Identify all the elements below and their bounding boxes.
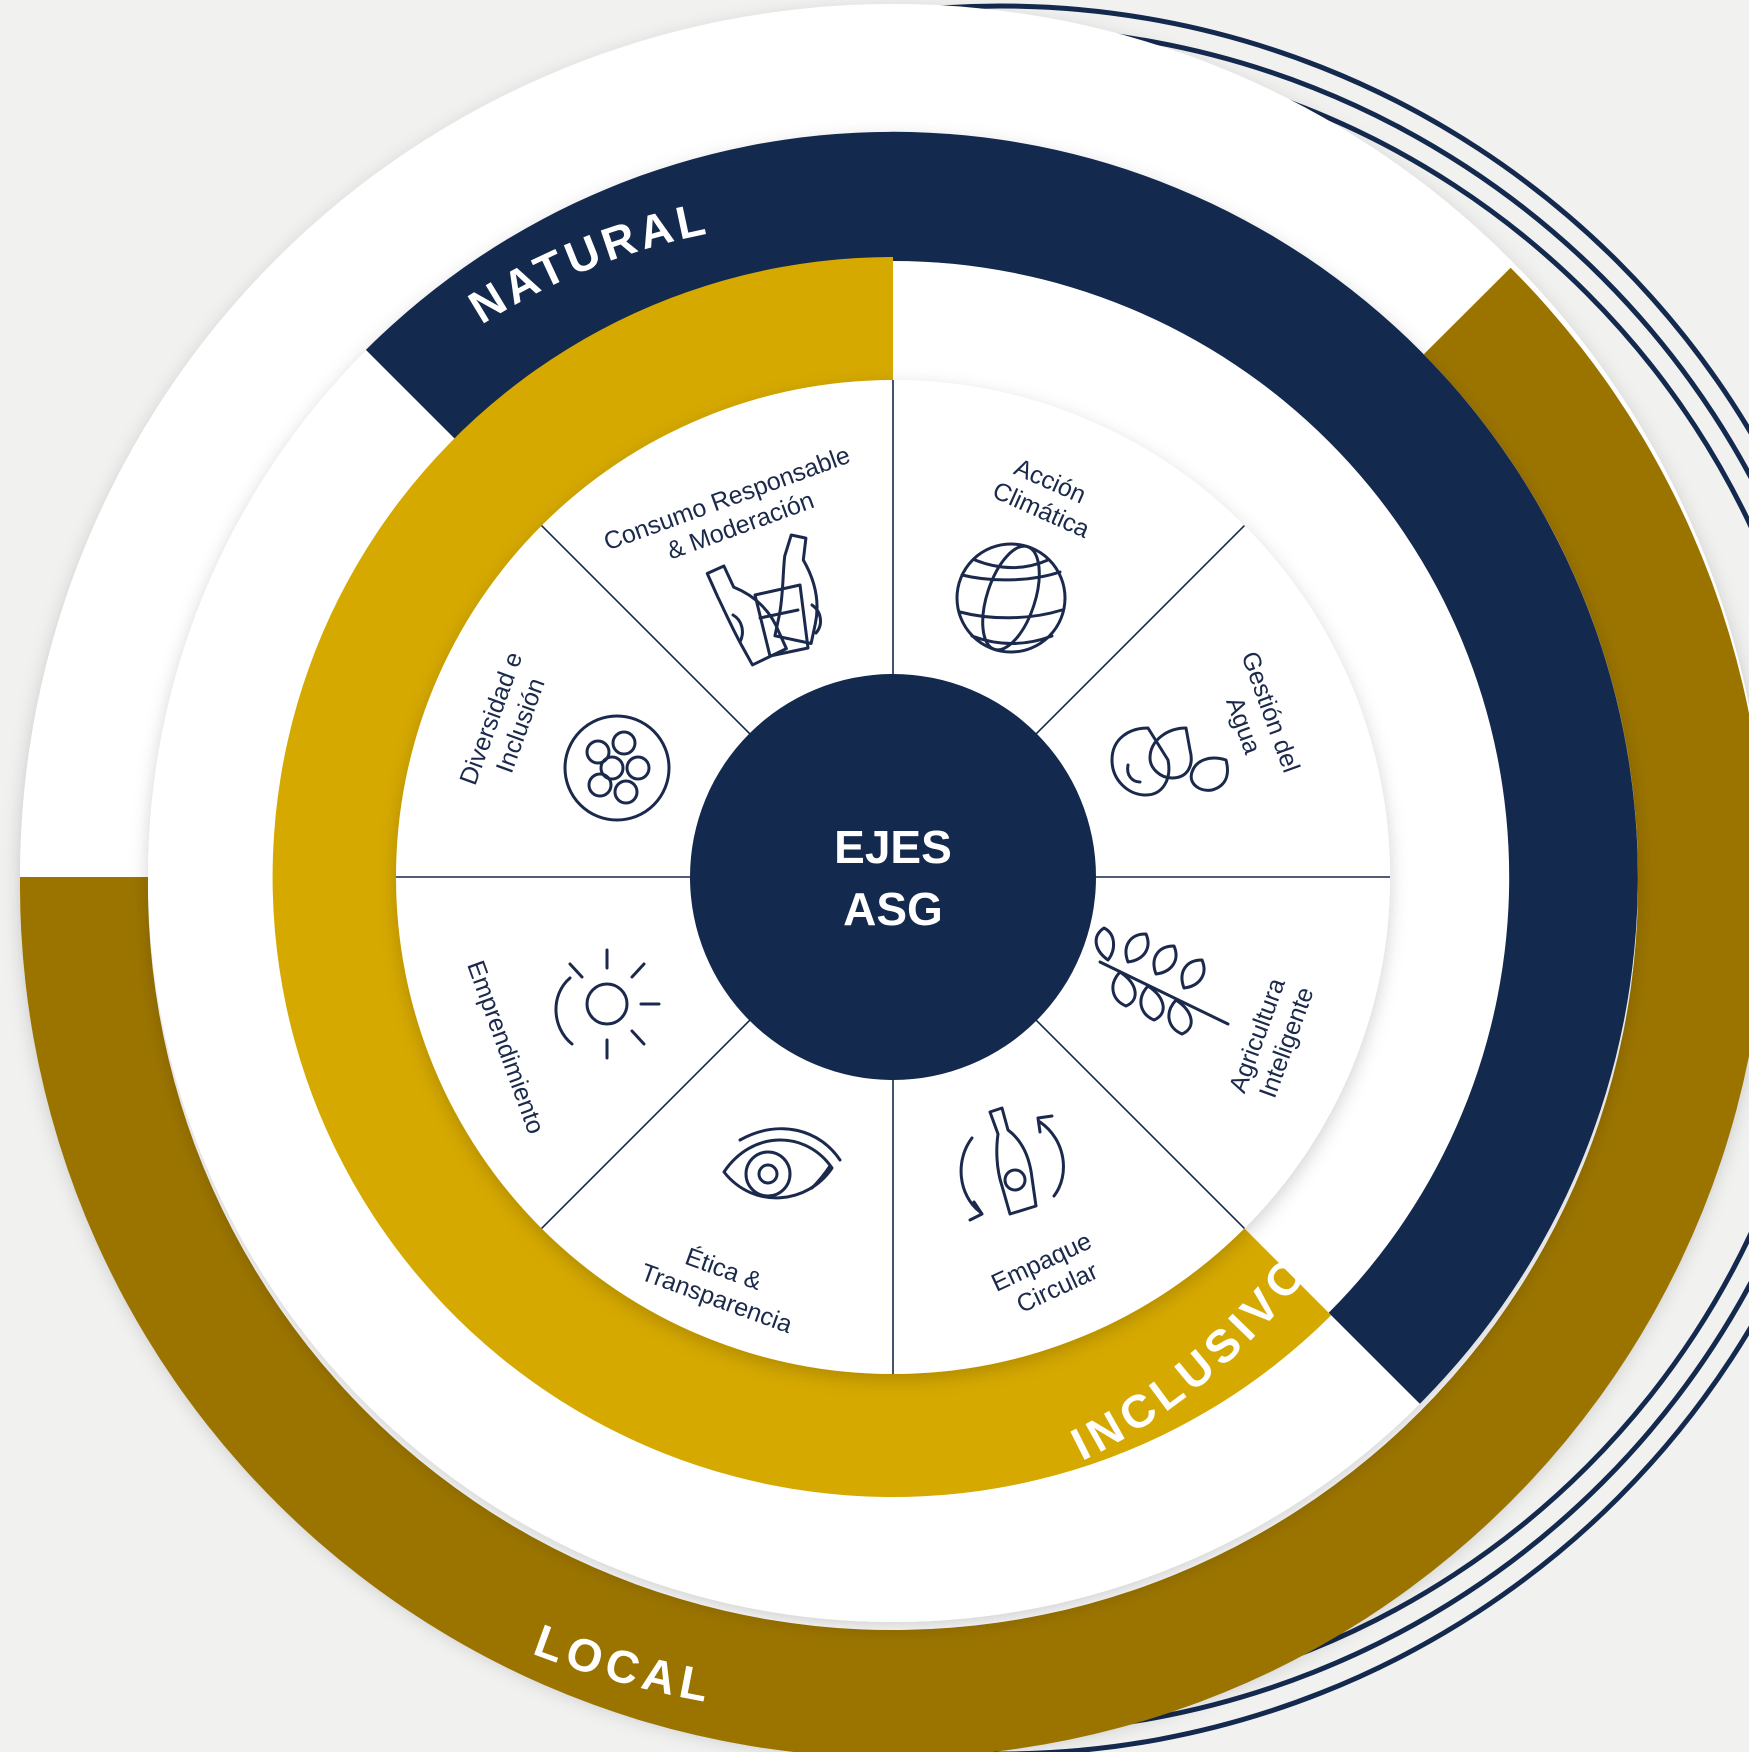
recycle-bottle-icon (959, 1106, 1065, 1222)
wheat-icon (1094, 926, 1230, 1036)
center-label-line2: ASG (843, 883, 943, 935)
center-label-line1: EJES (834, 821, 952, 873)
beer-bottles-toast-icon (705, 533, 822, 667)
globe-icon (955, 542, 1067, 654)
water-drops-icon (1110, 726, 1229, 797)
natural-ring (365, 131, 1638, 1404)
local-ring (19, 267, 1749, 1752)
sunrise-icon (554, 948, 661, 1060)
eye-icon (722, 1127, 842, 1200)
people-circle-icon (563, 714, 671, 822)
inclusivo-ring (272, 256, 1332, 1498)
center-circle (690, 674, 1096, 1080)
